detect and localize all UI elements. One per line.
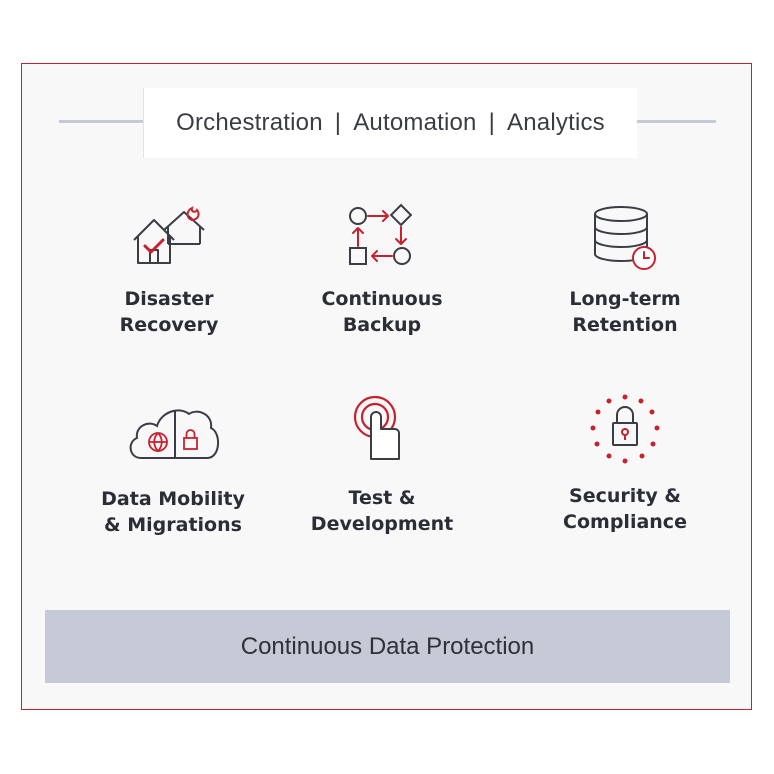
tile-data-mobility: Data Mobility & Migrations [63,396,283,538]
tile-label: Continuous Backup [321,288,443,336]
database-clock-icon [594,206,656,270]
footer-band: Continuous Data Protection [45,610,730,683]
house-checkmark-icon [133,206,205,264]
tile-label: Test & Development [310,487,454,535]
tile-continuous-backup: Continuous Backup [272,200,492,338]
tile-label: Long-term Retention [569,288,681,336]
header-banner: Orchestration | Automation | Analytics [143,88,637,158]
header-item-analytics: Analytics [507,109,605,136]
header-separator: | [488,109,496,136]
header-separator: | [334,109,342,136]
padlock-ring-icon [590,394,660,464]
tile-label: Security & Compliance [563,485,687,533]
tile-disaster-recovery: Disaster Recovery [59,200,279,338]
footer-label: Continuous Data Protection [240,632,535,660]
tile-label: Data Mobility & Migrations [101,488,245,536]
header-item-automation: Automation [353,109,477,136]
touch-tap-icon [353,395,400,460]
cloud-globe-lock-icon [129,409,219,459]
diagram-frame [21,63,752,710]
tile-label: Disaster Recovery [119,288,219,336]
header-rule-left [59,120,143,123]
tile-long-term-retention: Long-term Retention [515,200,735,338]
tile-security-compliance: Security & Compliance [515,393,735,535]
tile-test-development: Test & Development [272,393,492,537]
cycle-flow-icon [349,203,413,265]
header-rule-right [636,120,716,123]
header-item-orchestration: Orchestration [176,109,323,136]
